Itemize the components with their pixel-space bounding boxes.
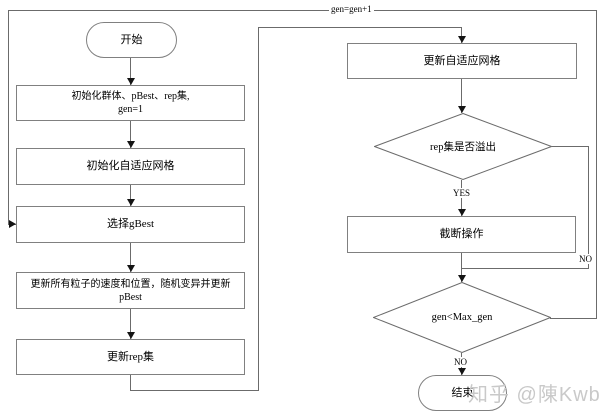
arrowhead: [458, 209, 466, 216]
select-gbest-label: 选择gBest: [106, 218, 155, 230]
init-line2: gen=1: [117, 104, 144, 115]
arrowhead: [127, 265, 135, 272]
diamond-shape: [373, 282, 551, 353]
update-particles-line2: pBest: [119, 291, 142, 303]
connector: [130, 185, 131, 206]
start-label: 开始: [120, 33, 143, 46]
update-grid-box: 更新自适应网格: [347, 43, 577, 79]
connector: [461, 27, 462, 43]
connector: [130, 57, 131, 85]
arrowhead: [9, 220, 16, 228]
connector: [258, 27, 462, 28]
arrowhead: [127, 78, 135, 85]
connector: [130, 308, 131, 339]
connector: [130, 243, 131, 272]
arrowhead: [458, 36, 466, 43]
arrowhead: [458, 275, 466, 282]
rep-overflow-label: rep集是否溢出: [430, 142, 496, 153]
connector: [461, 79, 462, 113]
connector: [8, 10, 9, 225]
arrowhead: [127, 141, 135, 148]
no-gen-label: NO: [452, 357, 469, 367]
yes-label: YES: [451, 188, 473, 198]
connector: [461, 180, 462, 216]
watermark: 知乎 @陳Kwb: [468, 384, 600, 406]
init-box: 初始化群体、pBest、rep集, gen=1: [16, 85, 245, 121]
update-particles-line1: 更新所有粒子的速度和位置，随机变异并更新: [30, 278, 231, 290]
update-rep-label: 更新rep集: [106, 350, 155, 363]
connector: [461, 253, 462, 282]
connector: [596, 10, 597, 319]
end-label: 结束: [451, 386, 474, 399]
connector: [461, 268, 589, 269]
gen-check-diamond: gen<Max_gen: [373, 282, 551, 353]
truncate-box: 截断操作: [347, 216, 576, 253]
connector: [130, 375, 131, 390]
connector: [552, 146, 589, 147]
init-grid-box: 初始化自适应网格: [16, 148, 245, 185]
loop-gen-label: gen=gen+1: [329, 4, 374, 14]
connector: [588, 146, 589, 269]
gen-check-label: gen<Max_gen: [431, 312, 493, 323]
update-rep-box: 更新rep集: [16, 339, 245, 375]
arrowhead: [458, 368, 466, 375]
init-line1: 初始化群体、pBest、rep集,: [71, 91, 190, 102]
arrowhead: [127, 199, 135, 206]
diamond-shape: [374, 113, 552, 180]
arrowhead: [458, 106, 466, 113]
arrowhead: [127, 332, 135, 339]
connector: [550, 318, 597, 319]
start-terminator: 开始: [86, 22, 177, 58]
connector: [130, 390, 259, 391]
truncate-label: 截断操作: [439, 228, 484, 240]
update-particles-box: 更新所有粒子的速度和位置，随机变异并更新 pBest: [16, 272, 245, 309]
init-grid-label: 初始化自适应网格: [86, 160, 175, 172]
end-terminator: 结束: [418, 375, 507, 411]
connector: [258, 27, 259, 391]
rep-overflow-diamond: rep集是否溢出: [374, 113, 552, 180]
connector: [8, 10, 597, 11]
update-grid-label: 更新自适应网格: [423, 54, 501, 67]
no-overflow-label: NO: [577, 254, 594, 264]
select-gbest-box: 选择gBest: [16, 206, 245, 243]
connector: [130, 120, 131, 148]
